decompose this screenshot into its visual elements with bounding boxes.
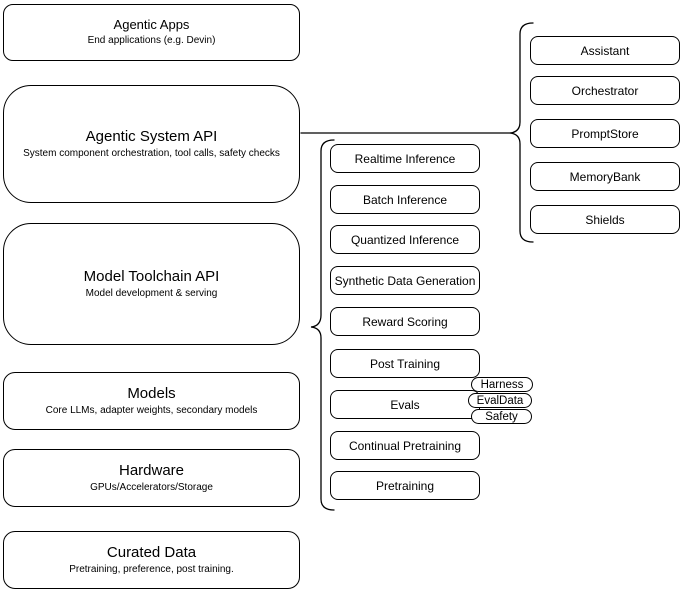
layer-title: Hardware [118,461,185,479]
layer-box-models: Models Core LLMs, adapter weights, secon… [3,372,300,430]
layer-subtitle: System component orchestration, tool cal… [23,148,280,160]
layer-box-hardware: Hardware GPUs/Accelerators/Storage [3,449,300,507]
eval-tag-harness: Harness [471,377,533,392]
eval-tag-label: Harness [480,378,524,391]
eval-tag-label: Safety [485,410,518,423]
layer-title: Agentic System API [85,127,218,145]
toolchain-label: Continual Pretraining [348,438,462,453]
component-box-promptstore: PromptStore [530,119,680,148]
toolchain-box-synthetic-data-generation: Synthetic Data Generation [330,266,480,295]
layer-subtitle: End applications (e.g. Devin) [87,35,216,47]
toolchain-label: Batch Inference [362,192,448,207]
component-box-shields: Shields [530,205,680,234]
toolchain-box-realtime-inference: Realtime Inference [330,144,480,173]
eval-tag-safety: Safety [471,409,532,424]
layer-subtitle: Core LLMs, adapter weights, secondary mo… [45,405,258,417]
layer-title: Models [127,384,176,402]
component-box-memorybank: MemoryBank [530,162,680,191]
toolchain-label: Realtime Inference [354,151,456,166]
eval-tag-label: EvalData [476,394,524,407]
layer-box-curated-data: Curated Data Pretraining, preference, po… [3,531,300,589]
toolchain-box-pretraining: Pretraining [330,471,480,500]
component-label: Orchestrator [571,83,639,98]
toolchain-label: Reward Scoring [362,314,448,329]
component-label: MemoryBank [569,169,641,184]
layer-subtitle: Pretraining, preference, post training. [69,564,234,576]
toolchain-box-post-training: Post Training [330,349,480,378]
toolchain-label: Synthetic Data Generation [334,273,476,288]
component-label: PromptStore [571,126,639,141]
toolchain-box-reward-scoring: Reward Scoring [330,307,480,336]
toolchain-label: Evals [390,397,420,412]
layer-box-agentic-apps: Agentic Apps End applications (e.g. Devi… [3,4,300,61]
component-label: Shields [585,212,625,227]
component-box-assistant: Assistant [530,36,680,65]
layer-title: Curated Data [106,543,197,561]
toolchain-box-quantized-inference: Quantized Inference [330,225,480,254]
component-box-orchestrator: Orchestrator [530,76,680,105]
layer-title: Agentic Apps [113,16,190,32]
toolchain-box-continual-pretraining: Continual Pretraining [330,431,480,460]
layer-subtitle: GPUs/Accelerators/Storage [90,482,213,494]
toolchain-box-batch-inference: Batch Inference [330,185,480,214]
component-label: Assistant [580,43,630,58]
layer-subtitle: Model development & serving [85,288,218,300]
eval-tag-evaldata: EvalData [468,393,532,408]
layer-box-agentic-system-api: Agentic System API System component orch… [3,85,300,203]
toolchain-label: Pretraining [375,478,435,493]
layer-box-model-toolchain-api: Model Toolchain API Model development & … [3,223,300,345]
toolchain-label: Quantized Inference [350,232,460,247]
layer-title: Model Toolchain API [83,267,220,285]
toolchain-box-evals: Evals [330,390,480,419]
toolchain-label: Post Training [369,356,441,371]
